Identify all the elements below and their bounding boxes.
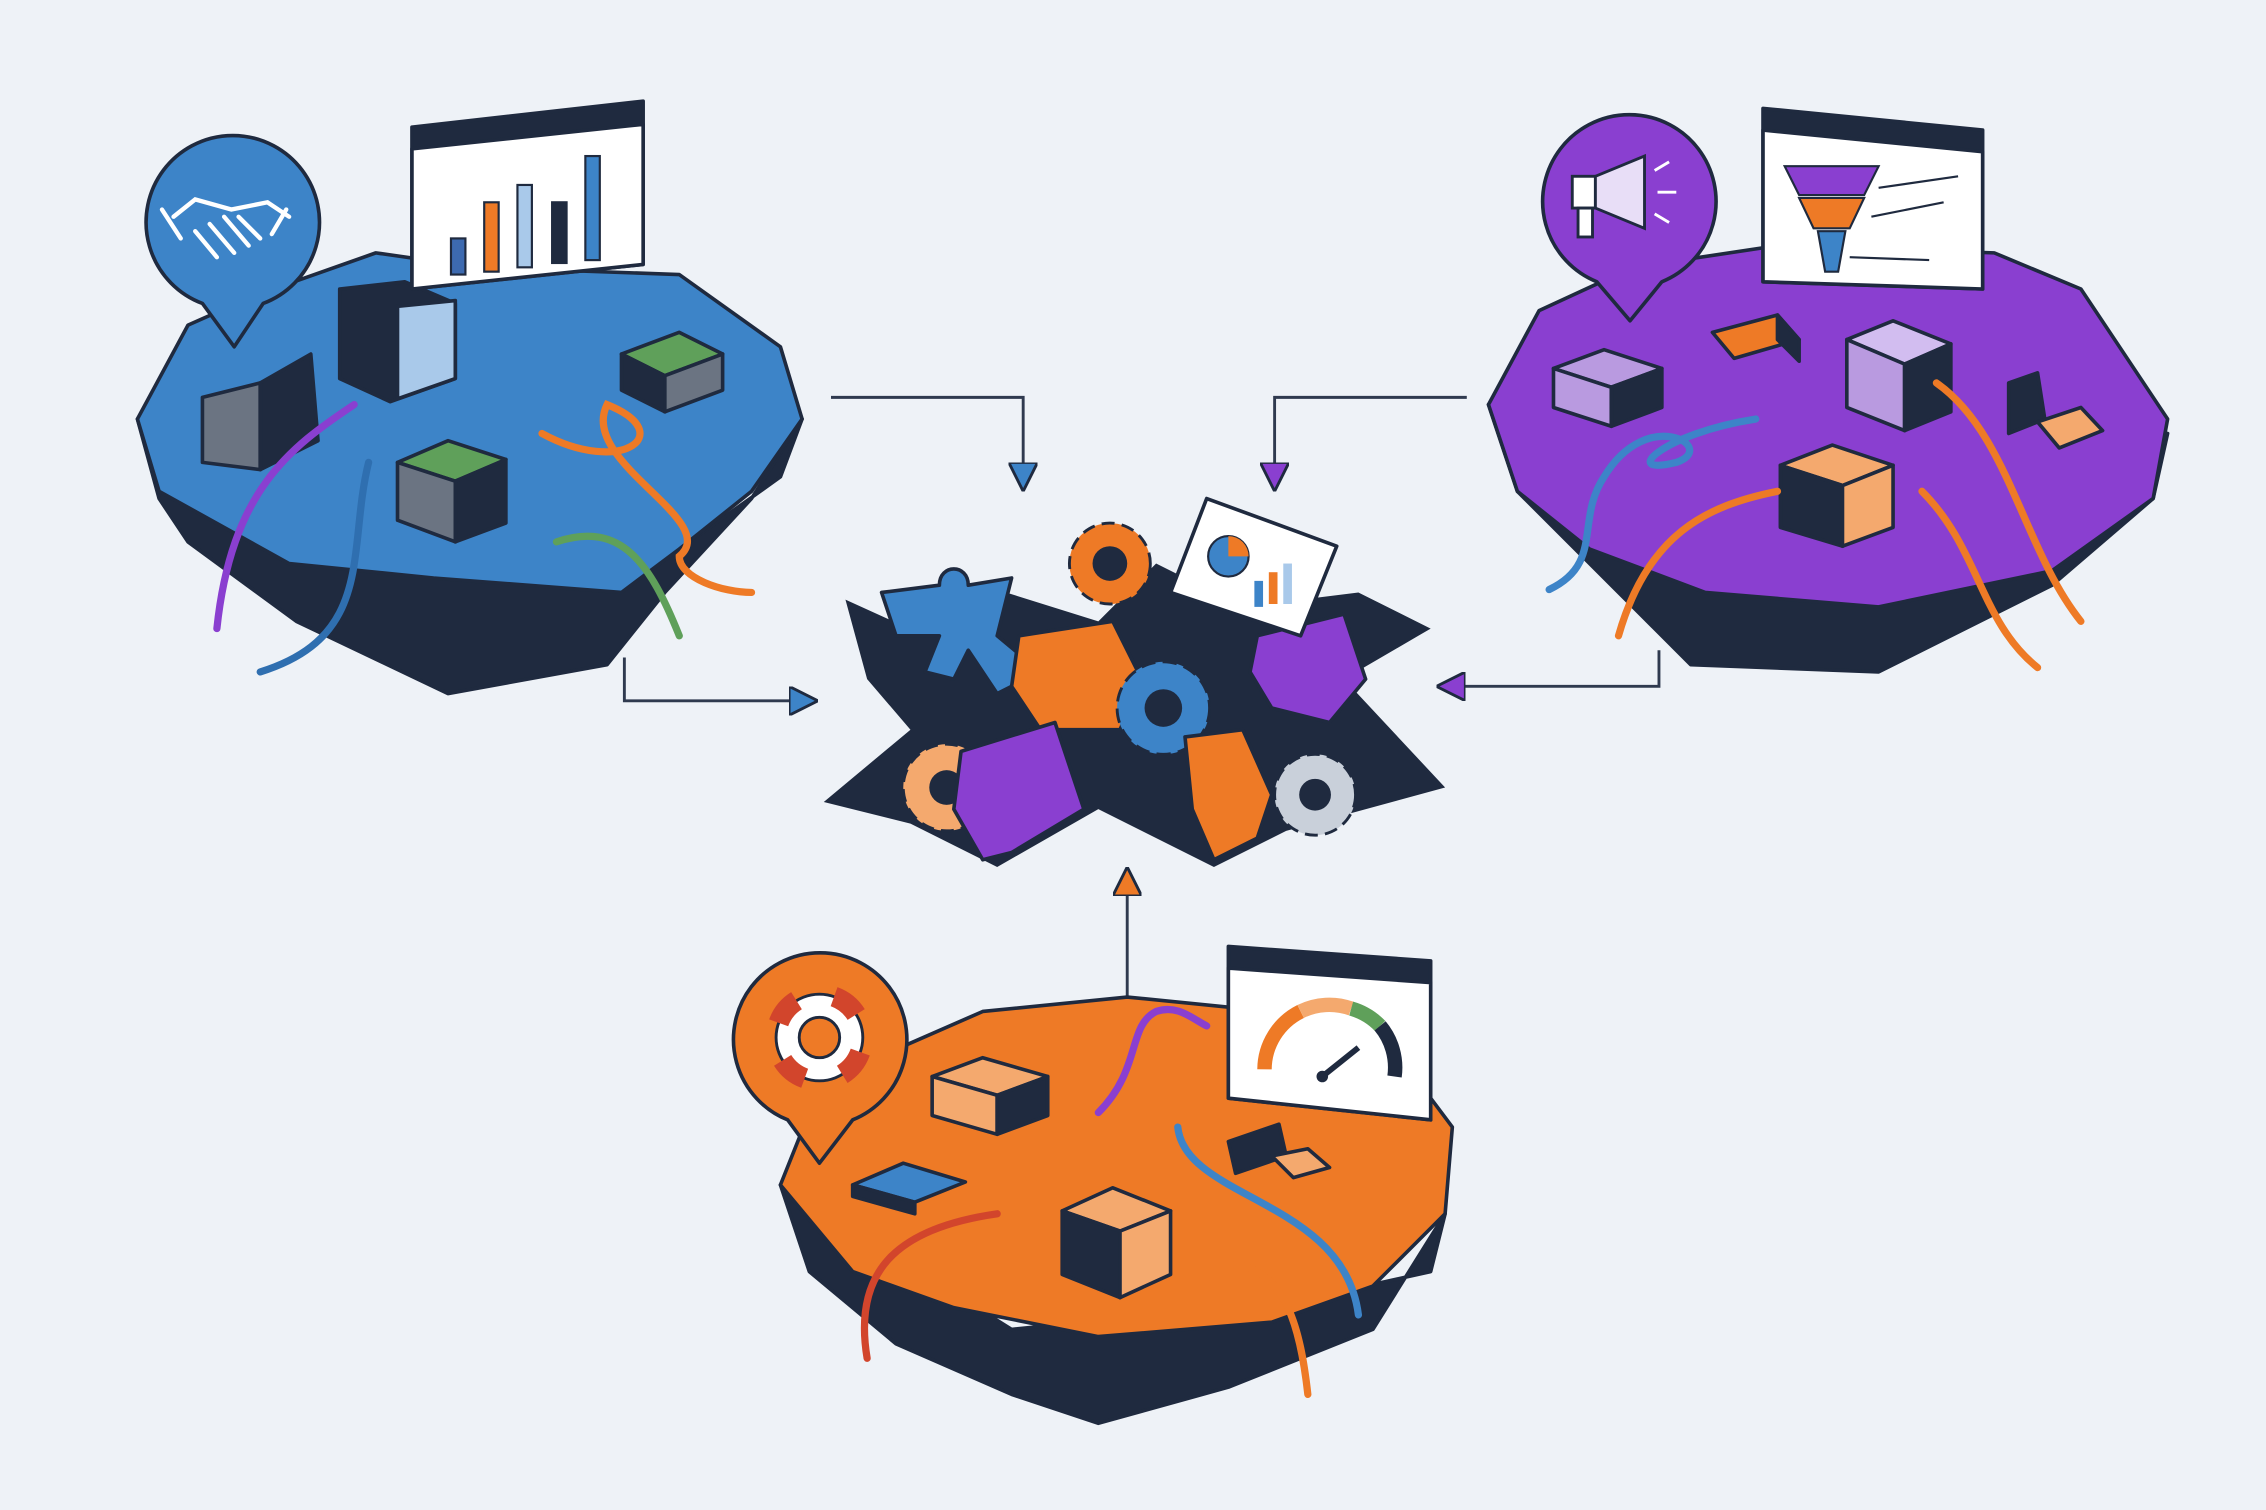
cube-icon <box>930 1055 1050 1137</box>
cube-icon <box>395 438 508 544</box>
puzzle-piece-icon <box>1183 727 1274 862</box>
cube-icon <box>1060 1185 1173 1300</box>
arrow-blue-bottom <box>622 657 803 700</box>
cube-icon <box>1845 318 1953 433</box>
megaphone-icon <box>1570 153 1677 239</box>
puzzle-piece-icon <box>879 567 1043 696</box>
orange-island <box>731 944 1455 1426</box>
lifebuoy-icon <box>765 984 873 1091</box>
purple-island <box>1486 106 2170 674</box>
cable <box>1614 487 1782 640</box>
cable <box>538 399 756 597</box>
puzzle-piece-icon <box>1009 619 1144 732</box>
cube-icon <box>1551 347 1664 429</box>
megaphone-pin <box>1540 112 1718 323</box>
integration-hub <box>823 496 1446 867</box>
gear-icon <box>1115 660 1212 756</box>
cable <box>552 532 683 640</box>
book-icon <box>850 1161 968 1216</box>
cable <box>1231 1260 1312 1399</box>
puzzle-piece-icon <box>952 720 1086 862</box>
cube-icon <box>337 279 458 404</box>
arrow-purple-top <box>1275 395 1467 476</box>
block-icon <box>2006 370 2105 450</box>
gear-icon <box>1067 521 1152 606</box>
cable <box>1094 1006 1211 1117</box>
handshake-pin <box>144 133 322 349</box>
funnel-chart-icon <box>1782 165 1959 273</box>
arrows <box>622 395 1661 998</box>
gauge-icon <box>1257 997 1403 1083</box>
blue-island <box>135 99 804 696</box>
funnel-chart-screen <box>1761 106 1985 291</box>
block-icon <box>1226 1122 1332 1180</box>
cube-icon <box>1778 443 1895 549</box>
gear-icon <box>1273 752 1357 837</box>
cable <box>1545 415 1760 594</box>
cable <box>860 1210 1001 1362</box>
cable <box>1174 1123 1363 1319</box>
arrow-purple-bottom <box>1451 650 1661 686</box>
cube-icon <box>619 330 725 414</box>
pie-chart-icon <box>1207 535 1292 607</box>
lifebuoy-pin <box>731 950 909 1166</box>
pie-chart-card <box>1168 496 1339 638</box>
cable <box>213 400 358 633</box>
block-icon <box>1710 313 1801 364</box>
cable <box>256 458 373 676</box>
puzzle-piece-icon <box>1248 612 1368 725</box>
cable <box>1918 487 2042 672</box>
bar-chart-icon <box>449 154 601 276</box>
arrow-blue-top <box>831 395 1023 476</box>
gauge-screen <box>1226 944 1433 1122</box>
handshake-icon <box>159 197 292 260</box>
cable <box>1932 379 2085 625</box>
bar-chart-screen <box>410 99 645 291</box>
